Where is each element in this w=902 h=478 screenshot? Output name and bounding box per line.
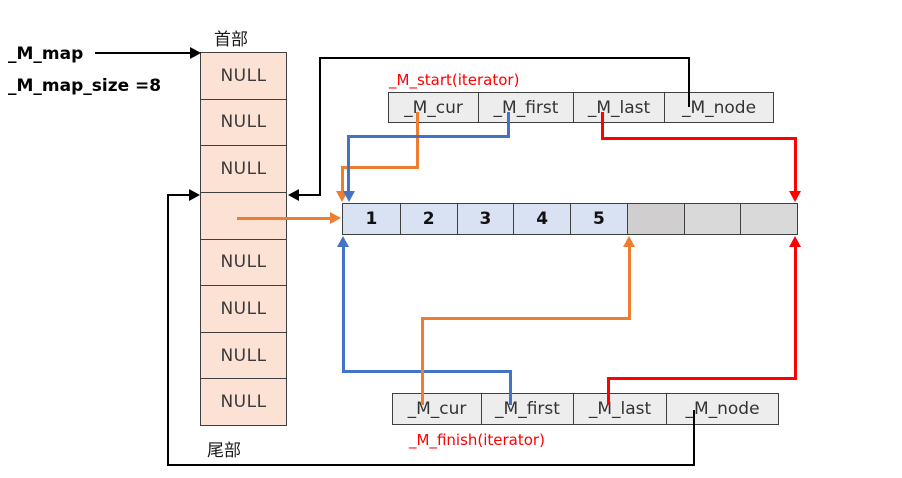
finish-m-node-cell: _M_node — [666, 394, 778, 424]
buffer-cell-empty — [740, 204, 797, 234]
start-m-last-cell: _M_last — [573, 93, 664, 122]
line-segment — [297, 194, 321, 196]
m-map-label: _M_map — [8, 44, 84, 64]
line-segment — [601, 137, 797, 140]
finish-iterator-box: _M_cur _M_first _M_last _M_node — [392, 393, 779, 425]
line-segment — [341, 166, 344, 192]
line-segment — [237, 217, 332, 220]
arrowhead — [190, 47, 201, 59]
finish-m-last-cell: _M_last — [573, 394, 666, 424]
arrowhead — [343, 191, 355, 202]
line-segment — [319, 57, 690, 59]
line-segment — [341, 166, 419, 169]
map-cell: NULL — [201, 285, 286, 332]
map-cell: NULL — [201, 145, 286, 192]
arrowhead — [337, 236, 349, 247]
map-cell: NULL — [201, 378, 286, 425]
arrowhead — [789, 236, 801, 247]
start-m-first-cell: _M_first — [478, 93, 573, 122]
line-segment — [347, 135, 510, 138]
line-segment — [167, 464, 695, 466]
map-tail-label: 尾部 — [207, 441, 241, 461]
buffer-cell-empty — [683, 204, 741, 234]
map-cell: NULL — [201, 98, 286, 146]
line-segment — [342, 370, 512, 373]
buffer-cell: 3 — [456, 204, 514, 234]
arrowhead — [189, 189, 200, 201]
finish-m-cur-cell: _M_cur — [393, 394, 481, 424]
map-cell: NULL — [201, 53, 286, 99]
line-segment — [416, 112, 419, 169]
line-segment — [169, 194, 191, 196]
arrowhead — [330, 212, 341, 224]
buffer-cell-empty — [626, 204, 684, 234]
line-segment — [421, 317, 631, 320]
line-segment — [347, 135, 350, 192]
start-iterator-label: _M_start(iterator) — [389, 71, 520, 89]
line-segment — [95, 52, 191, 54]
arrowhead — [623, 236, 635, 247]
element-buffer: 1 2 3 4 5 — [342, 203, 798, 235]
line-segment — [509, 371, 512, 405]
buffer-cell: 5 — [570, 204, 627, 234]
line-segment — [794, 247, 797, 379]
finish-m-first-cell: _M_first — [481, 394, 573, 424]
line-segment — [507, 112, 510, 138]
map-array: NULL NULL NULL NULL NULL NULL NULL — [200, 52, 287, 426]
buffer-cell: 2 — [399, 204, 457, 234]
buffer-cell: 1 — [343, 204, 400, 234]
m-map-size-label: _M_map_size =8 — [8, 76, 162, 96]
map-cell-active-node — [201, 191, 286, 239]
map-cell: NULL — [201, 331, 286, 379]
start-m-node-cell: _M_node — [664, 93, 773, 122]
arrowhead — [789, 191, 801, 202]
arrowhead — [336, 191, 348, 202]
finish-iterator-label: _M_finish(iterator) — [409, 431, 545, 449]
line-segment — [693, 410, 695, 466]
arrowhead — [288, 189, 299, 201]
start-iterator-box: _M_cur _M_first _M_last _M_node — [388, 92, 774, 123]
line-segment — [688, 57, 690, 107]
start-m-cur-cell: _M_cur — [389, 93, 478, 122]
buffer-cell: 4 — [513, 204, 570, 234]
line-segment — [607, 378, 610, 405]
line-segment — [319, 57, 321, 196]
line-segment — [167, 194, 169, 466]
map-cell: NULL — [201, 238, 286, 286]
line-segment — [628, 247, 631, 320]
line-segment — [607, 377, 797, 380]
line-segment — [794, 137, 797, 192]
line-segment — [601, 112, 604, 139]
line-segment — [421, 318, 424, 405]
line-segment — [342, 247, 345, 373]
map-head-label: 首部 — [214, 30, 248, 50]
